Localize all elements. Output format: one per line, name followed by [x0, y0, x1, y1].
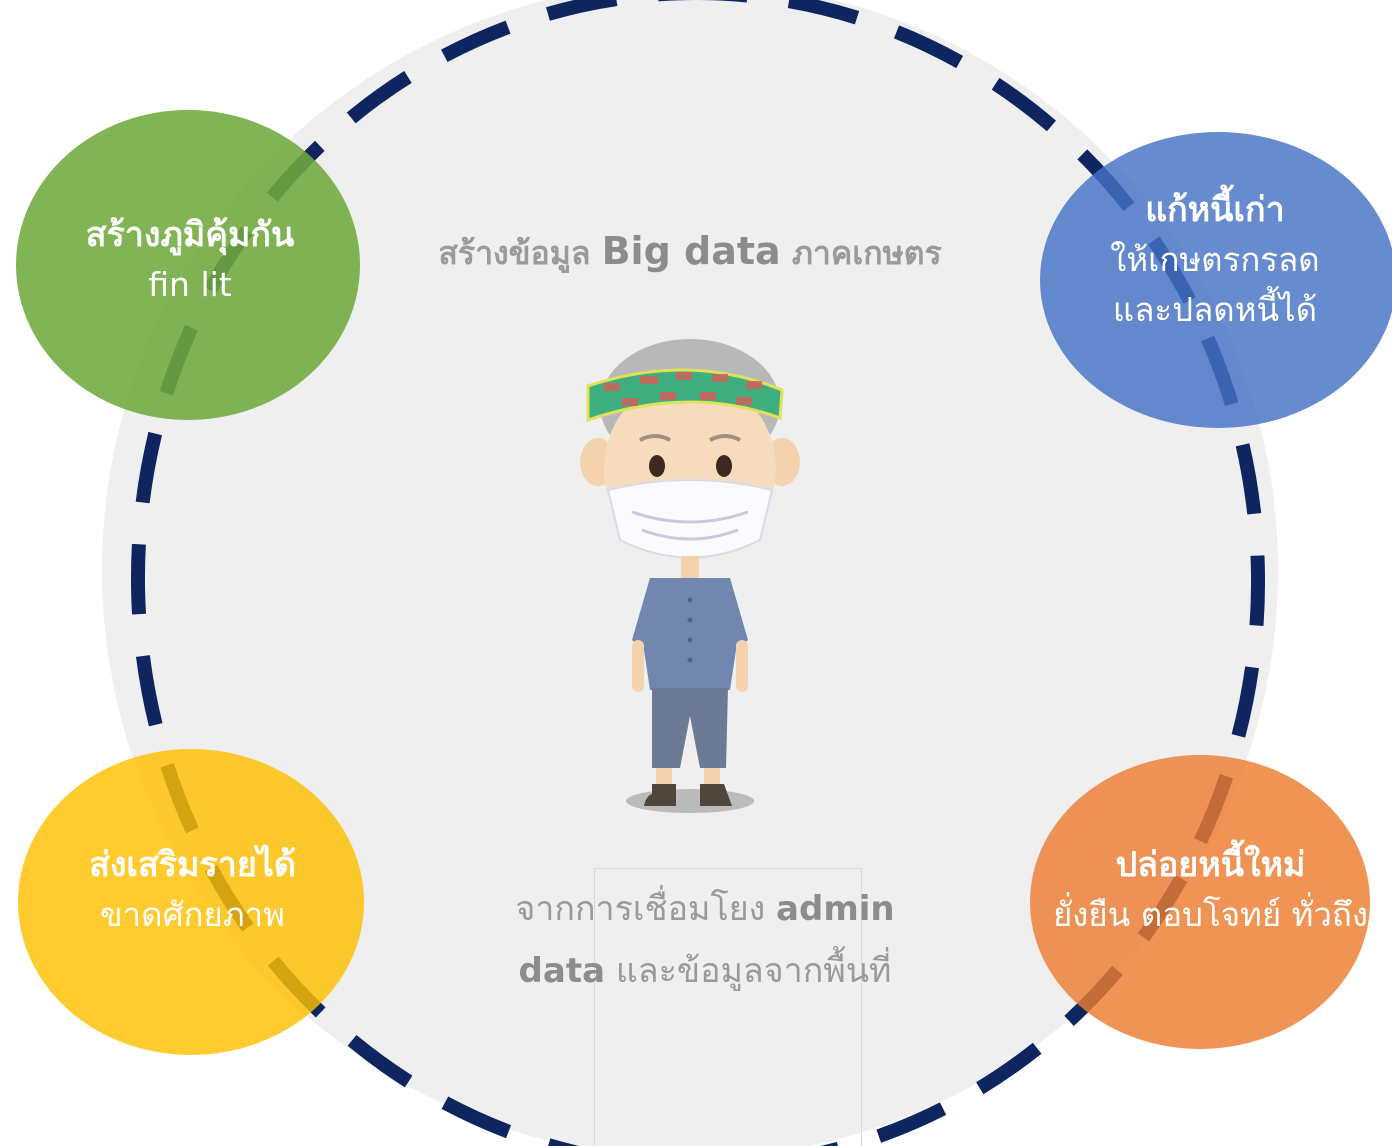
blue-circle-line2: และปลดหนี้ได้	[1112, 290, 1318, 329]
center-source-text: จากการเชื่อมโยง admin data และข้อมูลจากพ…	[470, 878, 940, 1002]
farmer-leg-right	[704, 768, 720, 786]
headband-pattern	[604, 372, 762, 406]
farmer-shirt	[632, 578, 748, 690]
farmer-eyebrow-right	[709, 434, 741, 442]
shirt-buttons	[687, 597, 693, 663]
blue-circle-line1: ให้เกษตรกรลด	[1110, 240, 1320, 279]
orange-circle-line1: ยั่งยืน ตอบโจทย์ ทั่วถึง	[1052, 895, 1369, 934]
blue-circle-text: แก้หนี้เก่า ให้เกษตรกรลด และปลดหนี้ได้	[1035, 185, 1392, 335]
farmer-figure-icon	[580, 339, 800, 813]
farmer-eye-right	[716, 455, 732, 477]
source-bold-1: admin	[776, 889, 895, 929]
farmer-headband	[586, 368, 784, 423]
farmer-eyebrow-left	[639, 434, 671, 442]
yellow-circle-title: ส่งเสริมรายได้	[89, 845, 296, 885]
farmer-leg-left	[656, 768, 672, 786]
center-title: สร้างข้อมูล Big data ภาคเกษตร	[395, 228, 985, 279]
yellow-circle	[18, 749, 364, 1055]
source-bold-2: data	[518, 951, 606, 991]
orange-circle-text: ปล่อยหนี้ใหม่ ยั่งยืน ตอบโจทย์ ทั่วถึง	[1028, 840, 1392, 940]
farmer-eye-left	[649, 455, 665, 477]
farmer-arm-left	[632, 640, 644, 692]
farmer-arm-right	[736, 640, 748, 692]
farmer-shadow	[626, 789, 754, 813]
farmer-mask	[606, 479, 774, 559]
farmer-neck	[681, 556, 699, 580]
mask-fold-1	[631, 510, 749, 524]
blue-circle	[1040, 132, 1392, 428]
green-circle-title: สร้างภูมิคุ้มกัน	[85, 215, 295, 255]
dashed-ring	[130, 0, 1266, 1146]
yellow-circle-line1: ขาดศักยภาพ	[100, 895, 285, 934]
center-title-prefix: สร้างข้อมูล	[438, 234, 591, 272]
green-circle-line1: fin lit	[148, 265, 232, 304]
blue-circle-title: แก้หนี้เก่า	[1145, 190, 1285, 230]
orange-circle	[1030, 755, 1370, 1049]
yellow-circle-text: ส่งเสริมรายได้ ขาดศักยภาพ	[20, 840, 365, 940]
source-line-2: และข้อมูลจากพื้นที่	[615, 951, 892, 991]
farmer-pants	[652, 688, 728, 768]
farmer-boot-left	[644, 784, 676, 806]
center-title-suffix: ภาคเกษตร	[791, 234, 942, 272]
green-circle-text: สร้างภูมิคุ้มกัน fin lit	[15, 210, 365, 310]
center-title-big: Big data	[601, 229, 781, 273]
source-line-1: จากการเชื่อมโยง	[515, 889, 766, 929]
farmer-boot-right	[700, 784, 732, 806]
orange-circle-title: ปล่อยหนี้ใหม่	[1115, 845, 1306, 885]
green-circle	[16, 110, 360, 420]
mask-fold-2	[641, 528, 739, 541]
